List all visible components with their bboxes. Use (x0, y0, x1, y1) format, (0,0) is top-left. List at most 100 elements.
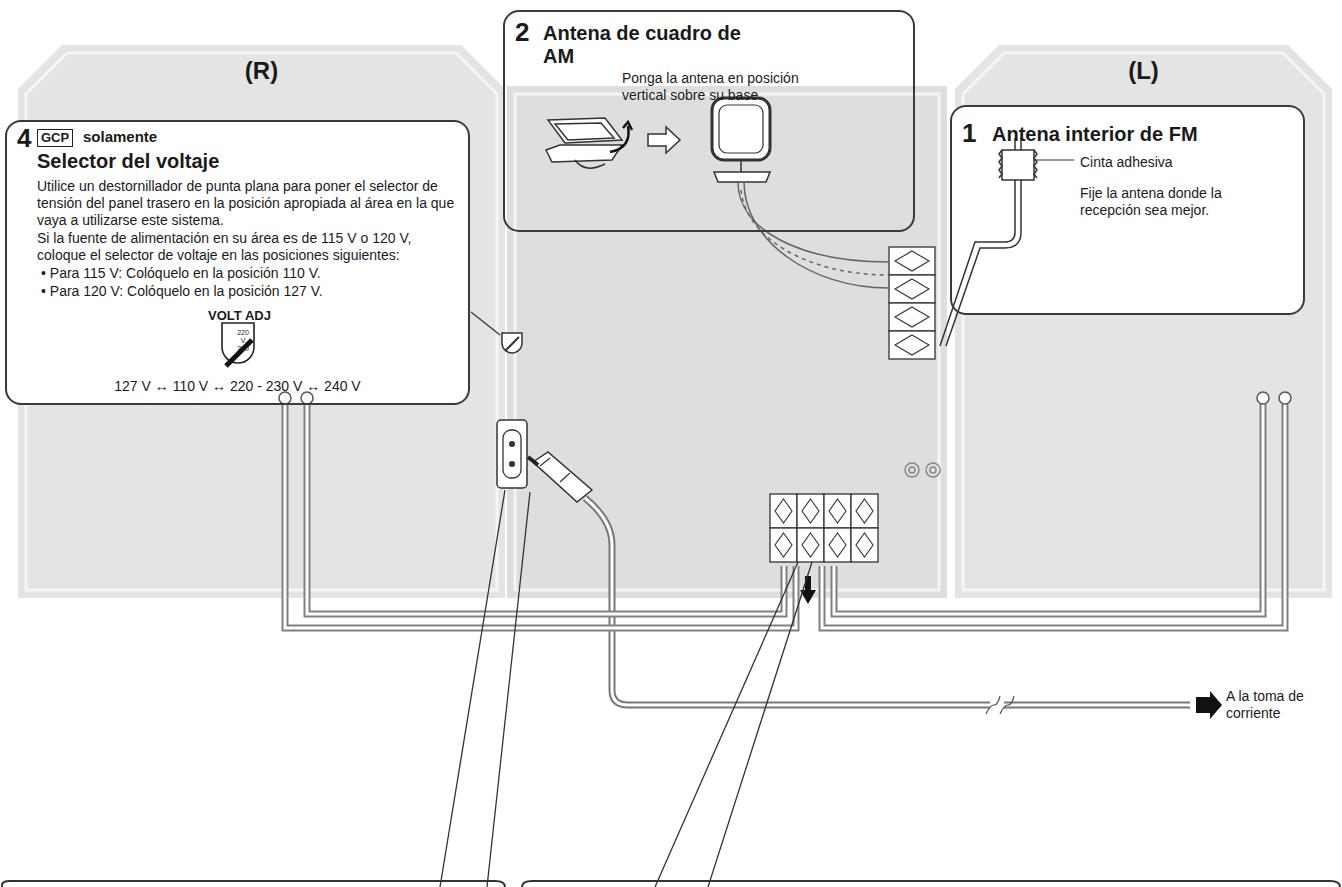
antenna-terminal-block (889, 275, 935, 303)
voltage-selector (505, 337, 519, 351)
ac-inlet (497, 420, 527, 488)
callout-box: 4GCPsolamenteSelector del voltajeVOLT AD… (5, 120, 470, 405)
speaker-terminal-block (851, 528, 878, 562)
antenna-terminal-block (895, 307, 929, 327)
speaker-terminal-block (824, 528, 851, 562)
power-plug (560, 473, 570, 482)
text-column: Utilice un destornillador de punta plana… (37, 178, 462, 302)
ac-inlet (509, 441, 515, 447)
output-jack (909, 467, 915, 473)
speaker-terminal-block (775, 499, 792, 523)
power-plug (540, 458, 550, 466)
speaker-terminal-block (856, 533, 873, 557)
am-loop-antenna (740, 160, 742, 172)
antenna-terminal-block (889, 247, 935, 275)
power-plug (533, 452, 592, 502)
selector-label: VOLT ADJ (137, 308, 342, 324)
antenna-terminal-block (889, 247, 935, 359)
voltage-selector (502, 333, 522, 353)
text-slot: GCP (37, 128, 81, 147)
dial-marking: 230 (226, 345, 260, 352)
antenna-terminal-block (895, 279, 929, 299)
text-slot: Cinta adhesiva (1080, 154, 1280, 171)
text-slot: solamente (83, 128, 193, 146)
text-slot: 230 (226, 345, 260, 352)
speaker-terminal-block (797, 494, 824, 528)
callout-heading: Antena interior de FM (992, 123, 1292, 146)
instruction-text: • Para 115 V: Colóquelo en la posición 1… (37, 265, 462, 282)
main-unit (507, 86, 947, 598)
cut-panel-edge (2, 881, 505, 887)
power-cord (585, 498, 1190, 705)
speaker-terminal-block (829, 499, 846, 523)
speaker-wire (285, 404, 1285, 628)
output-jack (905, 463, 940, 477)
text-slot: 127 V ↔ 110 V ↔ 220 - 230 V ↔ 240 V (15, 378, 460, 395)
dial-marking: 220 (226, 329, 260, 336)
text-slot: 220 (226, 329, 260, 336)
callout-heading: Selector del voltaje (37, 150, 457, 173)
speaker-terminal-block (824, 494, 851, 528)
instruction-text: Si la fuente de alimentación en su área … (37, 230, 462, 264)
ac-inlet (509, 461, 515, 467)
main-unit (515, 94, 939, 590)
text-slot: Antena interior de FM (992, 123, 1292, 146)
antenna-terminal-block (889, 331, 935, 359)
output-jack (926, 463, 940, 477)
callout-heading: Antena de cuadro de AM (543, 22, 743, 68)
instruction-text: Cinta adhesiva (1080, 154, 1280, 171)
speaker-terminal-block (824, 494, 851, 528)
antenna-terminal-block (889, 275, 935, 303)
destination-label: A la toma de corriente (1226, 688, 1338, 722)
voltage-dial (226, 340, 252, 366)
dial-marking: V (226, 337, 260, 344)
instruction-text: Utilice un destornillador de punta plana… (37, 178, 462, 229)
speaker-terminal-block (851, 494, 878, 528)
am-loop-antenna (575, 160, 605, 168)
callout-box: 1Antena interior de FMCinta adhesivaFije… (950, 105, 1305, 315)
callout-ground (950, 105, 1305, 315)
leader-line (440, 490, 812, 887)
instruction-text: Ponga la antena en posición vertical sob… (622, 70, 822, 104)
speaker-terminal-block (851, 528, 878, 562)
speaker-terminal-block (770, 528, 797, 562)
antenna-terminal-block (895, 335, 929, 355)
text-slot: Selector del voltaje (37, 150, 457, 173)
instruction-text: • Para 120 V: Colóquelo en la posición 1… (37, 283, 462, 300)
power-cord (585, 498, 1222, 719)
speaker-terminal-block (856, 499, 873, 523)
text-slot: 2 (515, 18, 543, 47)
speaker-terminal-block (775, 533, 792, 557)
fm-antenna (999, 150, 1037, 178)
text-slot: 1 (962, 119, 990, 148)
callout-ground (5, 120, 470, 405)
speaker-terminal-block (797, 528, 824, 562)
fm-antenna (1034, 159, 1074, 160)
am-loop-antenna (546, 98, 770, 182)
speaker-terminal-block (824, 528, 851, 562)
antenna-terminal-block (895, 251, 929, 271)
am-loop-antenna (648, 127, 680, 153)
text-slot: (L) (955, 57, 1332, 86)
model-note: solamente (83, 128, 193, 146)
output-jack (930, 467, 936, 473)
text-slot: A la toma de corriente (1226, 688, 1338, 722)
am-loop-antenna (546, 145, 622, 162)
speaker-terminal (1279, 392, 1291, 404)
antenna-terminal-block (889, 303, 935, 331)
callout-number: 2 (515, 18, 543, 47)
leader-line (440, 490, 812, 887)
power-cord (585, 498, 1190, 705)
speaker-wire (285, 404, 1285, 628)
power-cord (1196, 691, 1222, 719)
text-slot: Ponga la antena en posición vertical sob… (622, 70, 822, 104)
callout-number: 1 (962, 119, 990, 148)
antenna-terminal-block (889, 303, 935, 331)
text-slot: (R) (18, 57, 505, 86)
speaker-terminal-block (797, 528, 824, 562)
am-loop-antenna (555, 123, 614, 140)
speaker-terminal-block (829, 533, 846, 557)
text-slot: VOLT ADJ (137, 308, 342, 324)
voltage-scale: 127 V ↔ 110 V ↔ 220 - 230 V ↔ 240 V (15, 378, 460, 395)
